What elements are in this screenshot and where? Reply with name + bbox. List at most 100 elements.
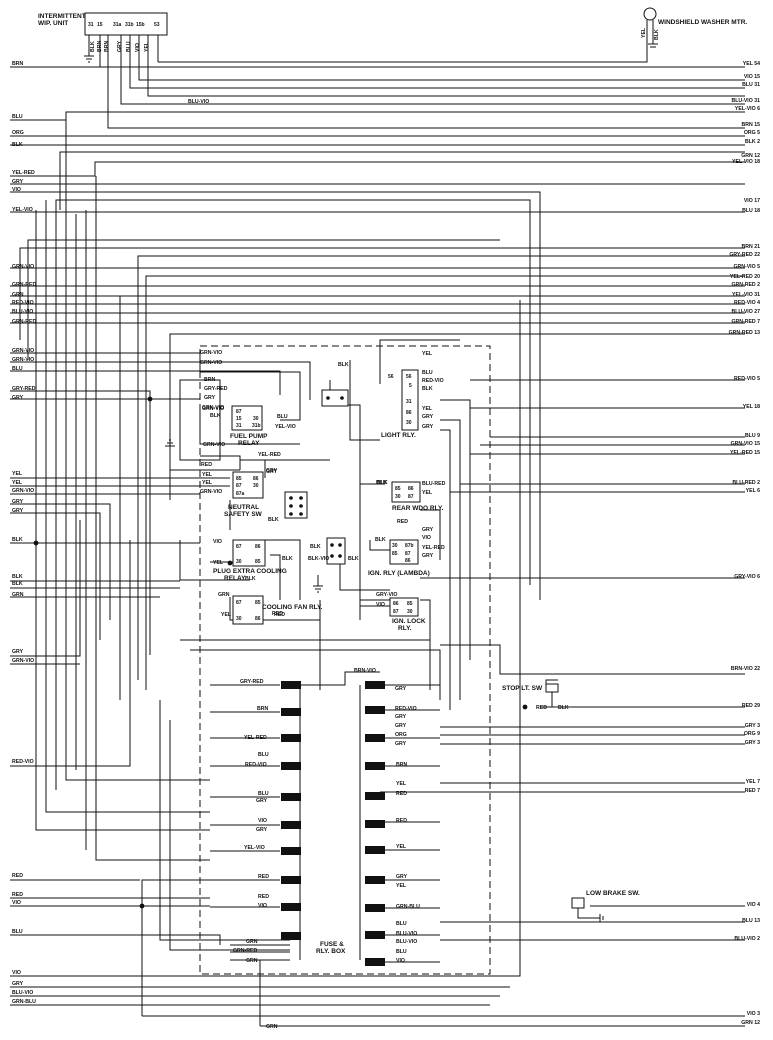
neutral-safety-title-2: SAFETY SW: [224, 511, 263, 518]
fuel-pump-relay-title: FUEL PUMP: [230, 433, 268, 440]
right-wire-label: YEL-VIO 31: [732, 292, 760, 298]
left-wire-label: BLU: [12, 929, 23, 935]
plug-extra-title: PLUG EXTRA COOLING: [213, 568, 287, 575]
right-wire-label: GRY-VIO 6: [734, 574, 760, 580]
right-wire-label: GRN-VIO 5: [733, 264, 760, 270]
left-wire-label: GRN-RED: [12, 282, 36, 288]
relay-pin: 87b: [405, 543, 414, 549]
left-wire-label: RED: [12, 873, 23, 879]
inner-wire-label: GRY-RED: [204, 386, 228, 392]
wip-pin-53: 53: [154, 22, 160, 28]
relay-pin: 30: [395, 494, 401, 500]
fuse-box-outline: [199, 345, 491, 975]
left-wire-label: RED-VIO: [12, 759, 34, 765]
ign-lambda-title: IGN. RLY (LAMBDA): [368, 570, 430, 577]
inner-wire-label: BRN: [257, 706, 268, 712]
inner-wire-label: GRN: [218, 592, 230, 598]
left-wire-label: BLK: [12, 537, 23, 543]
inner-wire-label: BRN: [204, 377, 215, 383]
rear-wdo-box: [391, 481, 421, 503]
stop-sw-body: [545, 683, 559, 693]
cooling-fan-relay: 87 30 85 86 COOLING FAN RLY.: [232, 595, 323, 625]
relay-pin: 85: [236, 476, 242, 482]
inner-wire-label: RED: [397, 519, 408, 525]
fuse-box-title-2: RLY. BOX: [316, 948, 346, 955]
inner-wire-label: BLU: [258, 752, 269, 758]
right-wire-label: GRN-RED 7: [731, 319, 760, 325]
right-wire-label: BLU 13: [742, 918, 760, 924]
right-wire-label: RED 29: [742, 703, 760, 709]
right-wire-label: YEL-VIO 18: [732, 159, 760, 165]
inner-wire-label: GRN-VIO: [202, 406, 224, 412]
left-wire-label: GRY: [12, 179, 24, 185]
inner-wire-label: BLU-VIO: [396, 931, 417, 937]
right-wire-label: BRN-VIO 22: [731, 666, 760, 672]
wip-wire-label: BRN: [104, 41, 110, 52]
inner-wire-label: YEL: [213, 560, 224, 566]
inner-wire-label: GRY: [395, 723, 407, 729]
inner-wire-label: GRY: [256, 798, 268, 804]
relay-pin: 30: [406, 420, 412, 426]
inner-wire-label: YEL: [396, 781, 407, 787]
ignition-lock-relay: 86 85 87 30 IGN. LOCK RLY.: [389, 597, 426, 632]
inner-wire-label: BLK: [422, 386, 433, 392]
inner-wire-label: YEL-VIO: [244, 845, 265, 851]
inner-wire-label: GRN-BLU: [396, 904, 420, 910]
inner-wire-label: YEL: [202, 472, 213, 478]
left-wire-label: VIO: [12, 187, 21, 193]
inner-wire-label: BLU: [422, 370, 433, 376]
relay-pin: 87: [408, 494, 414, 500]
ign-lambda-box: [389, 539, 419, 565]
neutral-safety-box: [232, 471, 264, 499]
inner-wire-label: RED: [272, 611, 283, 617]
junction-dots: [33, 396, 528, 909]
inner-wire-label: YEL-VIO: [275, 424, 296, 430]
inner-wire-label: GRN-VIO: [202, 405, 224, 411]
plug-extra-title-2: RELAY: [224, 575, 246, 582]
inner-wire-label: YEL: [221, 612, 232, 618]
relay-pin: 85: [255, 600, 261, 606]
relay-pin: 86: [255, 616, 261, 622]
left-wire-label: YEL: [12, 471, 23, 477]
relay-pin: 87: [393, 609, 399, 615]
inner-wire-label: GRN-VIO: [200, 489, 222, 495]
inner-wire-label: BLK: [348, 556, 359, 562]
left-wire-label: BLK: [12, 581, 23, 587]
relay-pin: 87: [236, 544, 242, 550]
right-wire-label: BLU 9: [745, 433, 760, 439]
inner-wire-label: VIO: [396, 958, 405, 964]
right-wire-label: RED-VIO 4: [734, 300, 760, 306]
left-wire-label: GRN-RED: [12, 319, 36, 325]
left-wire-label: YEL-RED: [12, 170, 35, 176]
right-wire-label: BLU 18: [742, 208, 760, 214]
inner-wire-label: GRY: [256, 827, 268, 833]
inner-wire-label: GRY: [422, 414, 434, 420]
left-wire-label: GRN-VIO: [12, 357, 34, 363]
wip-wire-label: YEL: [144, 41, 150, 52]
relay-pin: 87: [405, 551, 411, 557]
inner-wire-label: VIO: [376, 602, 385, 608]
inner-wire-label: BLK: [338, 362, 349, 368]
inner-wire-labels: BLU-VIOGRN-VIOGRN-VIOBRNGRY-REDGRYGRN-VI…: [188, 99, 569, 1030]
right-wire-label: GRY 3: [745, 723, 760, 729]
right-wire-label: GRY-RED 22: [729, 252, 760, 258]
neutral-safety-title: NEUTRAL: [228, 504, 259, 511]
right-wire-label: GRN 12: [741, 1020, 760, 1026]
inner-wire-label: ORG: [395, 732, 407, 738]
right-wire-label: BLU-VIO 27: [731, 309, 760, 315]
washer-motor-title: WINDSHIELD WASHER MTR.: [658, 19, 747, 26]
cooling-fan-title: COOLING FAN RLY.: [262, 604, 323, 611]
right-wire-label: YEL 7: [746, 779, 760, 785]
wip-wire-label: GRY: [117, 40, 123, 52]
inner-wire-label: VIO: [258, 903, 267, 909]
fuses-left: [281, 681, 301, 940]
relay-pin: 31b: [252, 423, 261, 429]
inner-wire-label: BLK: [558, 705, 569, 711]
inner-wire-label: BLK-VIO: [308, 556, 329, 562]
relay-pin: 86: [255, 544, 261, 550]
wip-pin-31b: 31b: [125, 22, 134, 28]
right-wire-label: BLU-RED 2: [732, 480, 760, 486]
inner-wire-label: GRY-RED: [240, 679, 264, 685]
inner-wire-label: YEL: [422, 490, 433, 496]
left-wire-label: GRY: [12, 981, 24, 987]
